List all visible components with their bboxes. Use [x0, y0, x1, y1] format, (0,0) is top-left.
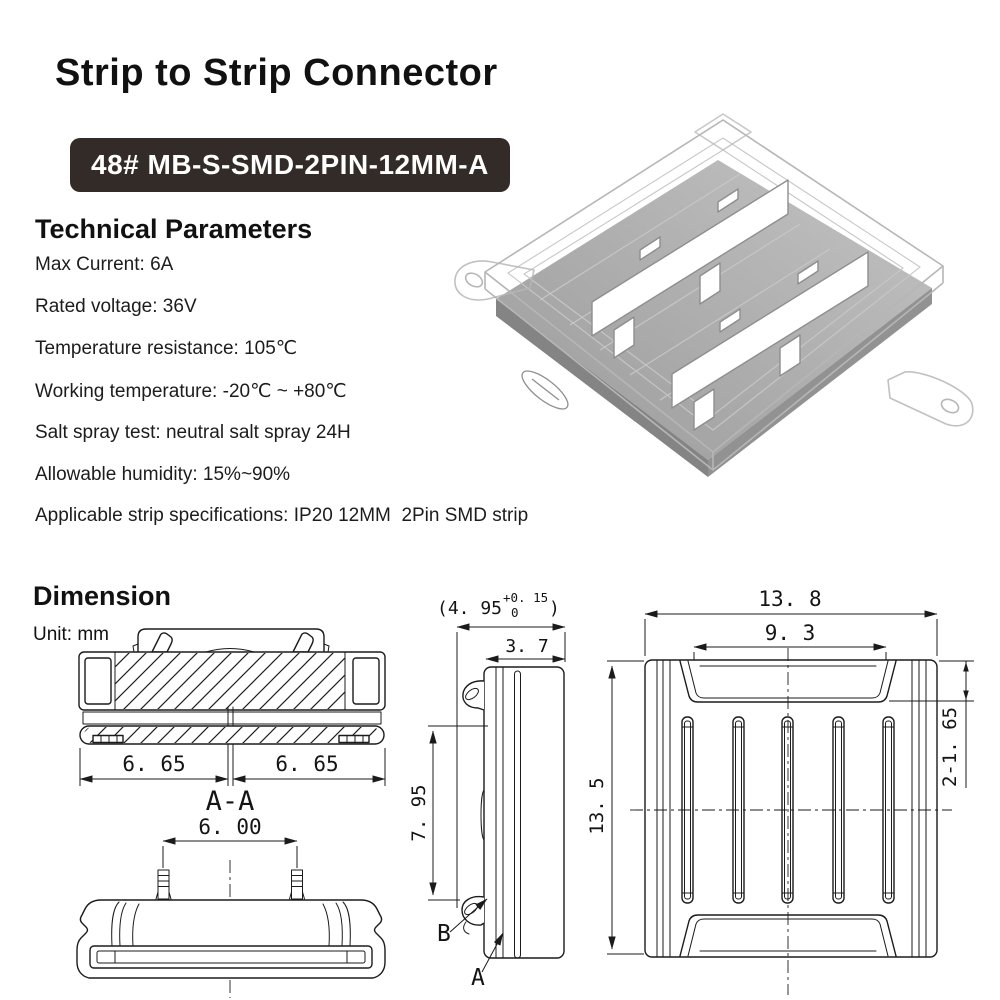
dim-7-95-label: 7. 95 [408, 784, 430, 841]
dim-4-95-tol-lower: 0 [511, 605, 519, 620]
section-lid [132, 628, 330, 653]
dimension-7-95: 7. 95 [408, 725, 488, 901]
param-rated-voltage: Rated voltage: 36V [35, 295, 197, 317]
param-salt-spray: Salt spray test: neutral salt spray 24H [35, 422, 351, 443]
dimension-2-1-65: 2-1. 65 [889, 660, 974, 788]
section-aa-label: A-A [206, 786, 255, 817]
side-body [480, 666, 565, 959]
dim-9-3-label: 9. 3 [765, 621, 816, 645]
dimension-6-00: 6. 00 [162, 815, 298, 868]
left-wing-tab [454, 260, 535, 301]
embossed-logo-mark [521, 370, 569, 410]
side-hook-bottom [461, 895, 485, 935]
section-bottom-bar [79, 725, 385, 745]
dimension-4-95: (4. 95 +0. 15 0 ) [437, 590, 566, 908]
param-strip-spec: Applicable strip specifications: IP20 12… [35, 505, 529, 526]
dim-13-8-label: 13. 8 [758, 587, 821, 611]
drawing-front-view: 6. 00 [76, 815, 386, 998]
label-a: A [471, 965, 485, 991]
callout-a: A [471, 932, 504, 991]
dimension-6-65-right: 6. 65 [232, 752, 386, 783]
dim-13-5-label: 13. 5 [586, 777, 608, 834]
label-b: B [437, 921, 451, 947]
param-working-temp: Working temperature: -20℃ ~ +80℃ [35, 380, 347, 402]
metal-clip-2 [671, 251, 869, 431]
front-body [76, 899, 386, 979]
section-body [78, 648, 386, 711]
isometric-3d-view [454, 113, 974, 477]
dim-4-95-close: ) [549, 598, 560, 619]
dimension-6-65-left: 6. 65 [79, 744, 386, 786]
unit-label: Unit: mm [33, 624, 109, 645]
dimension-13-8: 13. 8 [644, 587, 938, 656]
param-temp-resistance: Temperature resistance: 105℃ [35, 338, 298, 359]
dimension-13-5: 13. 5 [586, 660, 644, 955]
technical-parameters-heading: Technical Parameters [35, 214, 313, 244]
drawing-section-aa: 6. 65 6. 65 A-A [78, 628, 386, 817]
dim-6-65-left-label: 6. 65 [122, 752, 185, 776]
dim-4-95-tol-upper: +0. 15 [503, 590, 548, 605]
drawing-side-view: (4. 95 +0. 15 0 ) 3. 7 [408, 590, 566, 991]
front-pin-right [289, 869, 305, 900]
dim-3-7-label: 3. 7 [505, 636, 548, 657]
technical-parameters-list: Max Current: 6A Rated voltage: 36V Tempe… [35, 254, 528, 547]
front-pin-left [155, 869, 172, 900]
dimension-3-7: 3. 7 [485, 636, 566, 663]
param-max-current: Max Current: 6A [35, 254, 174, 275]
dim-6-00-label: 6. 00 [198, 815, 261, 839]
right-wing-tab [887, 371, 974, 427]
metal-clip-1 [591, 179, 789, 359]
param-humidity: Allowable humidity: 15%~90% [35, 463, 291, 485]
side-hook-top [462, 680, 485, 711]
callout-b: B [437, 898, 488, 947]
model-badge: 48# MB-S-SMD-2PIN-12MM-A [70, 138, 510, 192]
dim-4-95-label: (4. 95 [437, 598, 502, 619]
page-title: Strip to Strip Connector [55, 52, 498, 94]
connector-shell-wireframe [484, 113, 944, 471]
dim-6-65-right-label: 6. 65 [275, 752, 338, 776]
dim-2-1-65-label: 2-1. 65 [939, 707, 961, 787]
drawing-top-view: 13. 8 9. 3 13. 5 [586, 587, 974, 995]
dimension-heading: Dimension [33, 581, 172, 611]
